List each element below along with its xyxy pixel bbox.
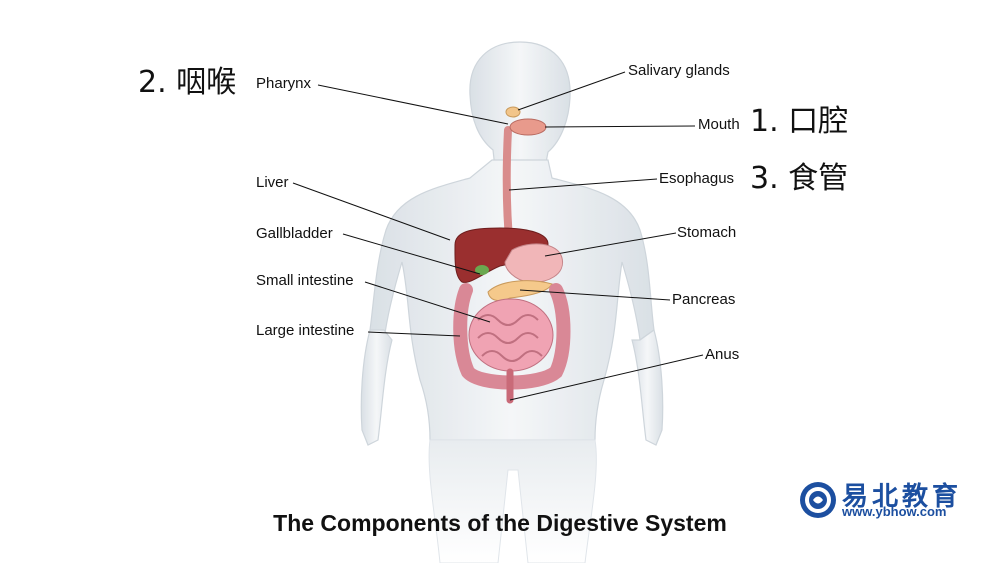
liver-leader — [292, 182, 451, 241]
logo-name: 易北教育 — [842, 482, 963, 512]
organs — [453, 106, 571, 404]
diagram-title: The Components of the Digestive System — [273, 510, 727, 536]
label-stomach: Stomach — [677, 224, 737, 241]
label-mouth: Mouth — [698, 116, 740, 133]
label-large-intestine: Large intestine — [256, 322, 355, 339]
label-pharynx-cn: 2. 咽喉 — [138, 65, 237, 100]
label-esophagus: Esophagus — [659, 170, 735, 187]
pharynx-leader — [317, 84, 509, 125]
legs — [428, 439, 597, 563]
stomach-organ — [504, 243, 564, 283]
mouth-organ — [509, 118, 547, 136]
gallbladder-leader — [342, 233, 481, 275]
stomach-leader — [544, 232, 677, 257]
gallbladder-organ — [475, 265, 489, 275]
right-arm — [631, 329, 664, 446]
label-pharynx: Pharynx — [256, 75, 312, 92]
pancreas-organ — [487, 280, 553, 301]
left-arm — [360, 329, 393, 446]
label-pancreas: Pancreas — [672, 291, 736, 308]
logo-url: www.ybhow.com — [842, 504, 947, 519]
anus-leader — [509, 354, 704, 401]
label-salivary-glands: Salivary glands — [628, 62, 730, 79]
label-liver: Liver — [256, 174, 289, 191]
label-esophagus-cn: 3. 食管 — [750, 161, 849, 196]
logo-emblem-icon — [800, 482, 836, 518]
label-small-intestine: Small intestine — [256, 272, 354, 289]
large-intestine-leader — [367, 331, 461, 337]
esophagus-leader — [508, 178, 658, 191]
brand-logo: 易北教育 www.ybhow.com — [798, 478, 978, 522]
salivary-glands-leader — [517, 71, 626, 111]
mouth-leader — [544, 125, 696, 128]
pancreas-leader — [519, 289, 671, 301]
head — [469, 41, 571, 169]
label-mouth-cn: 1. 口腔 — [750, 104, 849, 139]
label-anus: Anus — [705, 346, 740, 363]
salivary-gland-organ — [505, 106, 521, 118]
leader-lines — [292, 71, 704, 401]
label-gallbladder: Gallbladder — [256, 225, 333, 242]
small-intestine-leader — [364, 281, 491, 323]
